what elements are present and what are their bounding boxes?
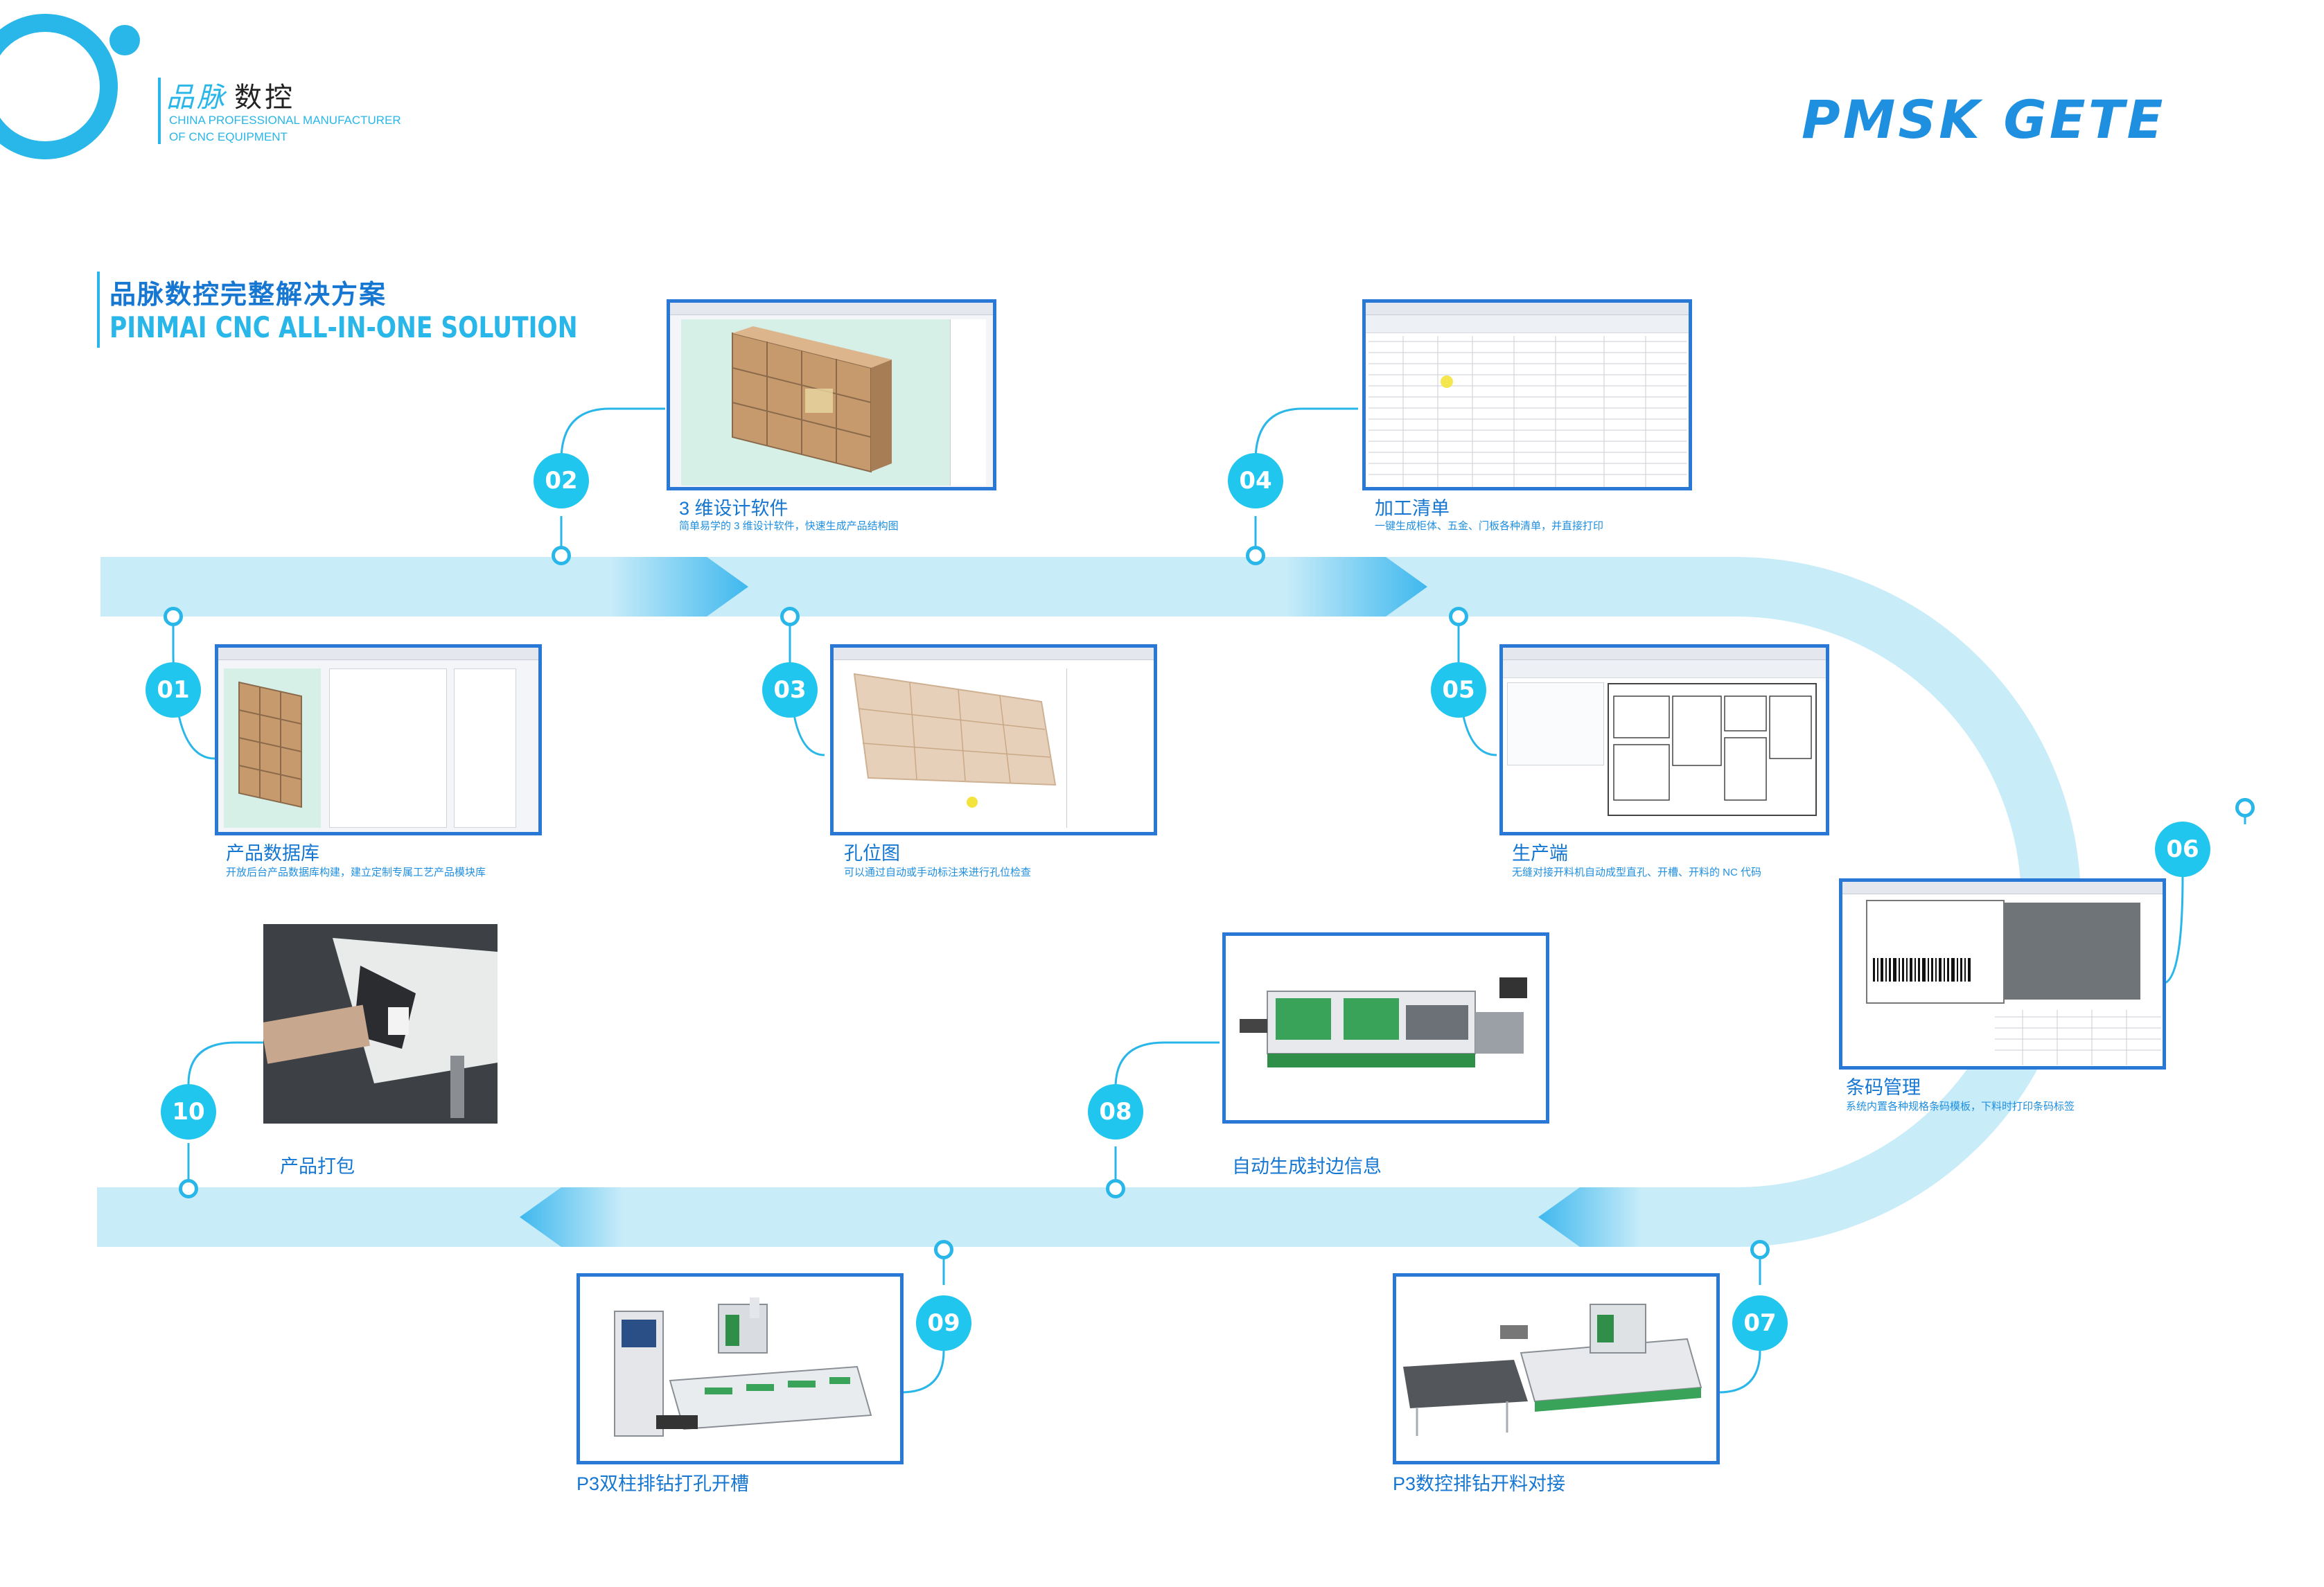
company-tagline: CHINA PROFESSIONAL MANUFACTURER OF CNC E… bbox=[169, 112, 432, 145]
section-title-cn: 品脉数控完整解决方案 bbox=[109, 281, 387, 310]
screenshot-product-database bbox=[215, 644, 542, 835]
photo-product-packing bbox=[260, 924, 498, 1124]
screenshot-3d-design bbox=[667, 299, 996, 490]
flow-node-08 bbox=[1106, 1179, 1125, 1198]
tagline-line-2: OF CNC EQUIPMENT bbox=[169, 130, 288, 143]
barcode-table-grid bbox=[1995, 1010, 2161, 1065]
step-desc-02: 简单易学的 3 维设计软件，快速生成产品结构图 bbox=[679, 520, 899, 532]
step-badge-09: 09 bbox=[916, 1295, 971, 1351]
step-title-01: 产品数据库 bbox=[226, 843, 319, 864]
step-title-07: P3数控排钻开料对接 bbox=[1393, 1473, 1566, 1494]
logo-ring-dot bbox=[109, 25, 140, 55]
step-title-02: 3 维设计软件 bbox=[679, 498, 789, 519]
screenshot-production-end bbox=[1499, 644, 1829, 835]
cabinet-3d-render bbox=[732, 326, 892, 473]
step-badge-04: 04 bbox=[1228, 453, 1283, 508]
flow-node-10 bbox=[179, 1179, 198, 1198]
screenshot-hole-position bbox=[830, 644, 1157, 835]
step-badge-07: 07 bbox=[1732, 1295, 1788, 1351]
logo-cn: 数控 bbox=[234, 82, 295, 114]
screenshot-processing-list bbox=[1362, 299, 1692, 490]
barcode-graphic bbox=[1873, 958, 1971, 982]
tagline-line-1: CHINA PROFESSIONAL MANUFACTURER bbox=[169, 114, 401, 127]
step-badge-05: 05 bbox=[1431, 662, 1486, 718]
step-desc-04: 一键生成柜体、五金、门板各种清单，并直接打印 bbox=[1375, 520, 1604, 532]
hole-layout-render bbox=[853, 673, 1057, 808]
edge-banding-machine-graphic bbox=[1226, 936, 1546, 1120]
screenshot-barcode-management bbox=[1839, 878, 2166, 1070]
bookshelf-render bbox=[238, 681, 302, 808]
logo-divider bbox=[158, 78, 161, 144]
step-badge-01: 01 bbox=[146, 662, 201, 718]
flow-node-02 bbox=[552, 546, 571, 565]
step-desc-05: 无缝对接开料机自动成型直孔、开槽、开料的 NC 代码 bbox=[1512, 867, 1762, 878]
step-desc-01: 开放后台产品数据库构建，建立定制专属工艺产品模块库 bbox=[226, 867, 486, 878]
step-title-05: 生产端 bbox=[1512, 843, 1568, 864]
step-desc-06: 系统内置各种规格条码模板，下料时打印条码标签 bbox=[1846, 1101, 2075, 1112]
flow-node-01 bbox=[164, 607, 183, 626]
flow-arrow-3 bbox=[520, 1187, 624, 1247]
processing-table-grid bbox=[1368, 336, 1687, 487]
title-accent-bar bbox=[97, 272, 100, 348]
step-title-03: 孔位图 bbox=[844, 843, 900, 864]
step-title-10: 产品打包 bbox=[280, 1156, 355, 1177]
flow-node-07 bbox=[1750, 1240, 1770, 1259]
flow-node-04 bbox=[1246, 546, 1265, 565]
brand-logo-right: PMSK GETE bbox=[1802, 89, 2166, 150]
photo-p3-double-column-drill bbox=[576, 1273, 904, 1464]
flow-node-06 bbox=[2235, 798, 2255, 817]
step-badge-06: 06 bbox=[2155, 822, 2210, 877]
photo-edge-banding-machine bbox=[1222, 932, 1549, 1124]
step-title-08: 自动生成封边信息 bbox=[1232, 1156, 1382, 1177]
step-title-09: P3双柱排钻打孔开槽 bbox=[576, 1473, 750, 1494]
double-column-drill-graphic bbox=[580, 1277, 900, 1461]
nesting-layout-render bbox=[1608, 683, 1817, 816]
flow-arrow-4 bbox=[1538, 1187, 1642, 1247]
flow-node-03 bbox=[780, 607, 800, 626]
photo-p3-cnc-nesting bbox=[1393, 1273, 1720, 1464]
step-title-04: 加工清单 bbox=[1375, 498, 1450, 519]
flow-node-09 bbox=[934, 1240, 953, 1259]
packing-photo-graphic bbox=[260, 924, 498, 1124]
flow-arrow-2 bbox=[1285, 557, 1427, 617]
company-logo-text: 品脉数控 bbox=[166, 75, 295, 115]
logo-brand: 品脉 bbox=[166, 82, 227, 114]
flow-node-05 bbox=[1449, 607, 1468, 626]
flow-arrow-1 bbox=[610, 557, 748, 617]
step-badge-08: 08 bbox=[1088, 1084, 1143, 1140]
step-title-06: 条码管理 bbox=[1846, 1077, 1921, 1098]
step-desc-03: 可以通过自动或手动标注来进行孔位检查 bbox=[844, 867, 1032, 878]
step-badge-10: 10 bbox=[161, 1084, 216, 1140]
step-badge-02: 02 bbox=[534, 453, 589, 508]
step-badge-03: 03 bbox=[762, 662, 818, 718]
section-title-en: PINMAI CNC ALL-IN-ONE SOLUTION bbox=[109, 310, 578, 344]
cnc-nesting-machine-graphic bbox=[1396, 1277, 1716, 1461]
